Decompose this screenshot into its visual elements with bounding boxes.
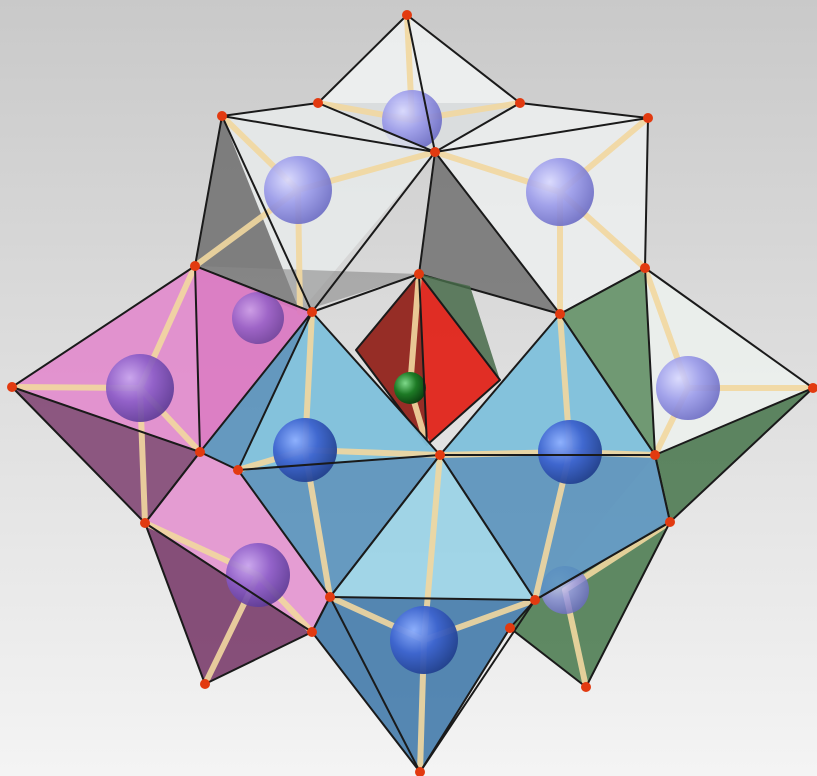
- vertex-dot: [140, 518, 150, 528]
- vertex-dot: [200, 679, 210, 689]
- octahedral-atom: [656, 356, 720, 420]
- vertex-dot: [307, 627, 317, 637]
- vertex-dot: [402, 10, 412, 20]
- vertex-dot: [233, 465, 243, 475]
- vertex-dot: [195, 447, 205, 457]
- central-atom: [394, 372, 426, 404]
- vertex-dot: [435, 450, 445, 460]
- vertex-dot: [307, 307, 317, 317]
- vertex-dot: [665, 517, 675, 527]
- vertex-dot: [555, 309, 565, 319]
- vertex-dot: [530, 595, 540, 605]
- vertex-dot: [217, 111, 227, 121]
- octahedral-atom: [526, 158, 594, 226]
- octahedral-atom: [390, 606, 458, 674]
- vertex-dot: [325, 592, 335, 602]
- octahedral-atom: [538, 420, 602, 484]
- vertex-dot: [505, 623, 515, 633]
- vertex-dot: [414, 269, 424, 279]
- octahedral-atom: [264, 156, 332, 224]
- vertex-dot: [190, 261, 200, 271]
- octahedral-atom: [273, 418, 337, 482]
- vertex-dot: [640, 263, 650, 273]
- vertex-dot: [515, 98, 525, 108]
- octahedral-atom: [232, 292, 284, 344]
- vertex-dot: [581, 682, 591, 692]
- vertex-dot: [650, 450, 660, 460]
- vertex-dot: [430, 147, 440, 157]
- vertex-dot: [7, 382, 17, 392]
- vertex-dot: [313, 98, 323, 108]
- octahedral-atom: [106, 354, 174, 422]
- vertex-dot: [643, 113, 653, 123]
